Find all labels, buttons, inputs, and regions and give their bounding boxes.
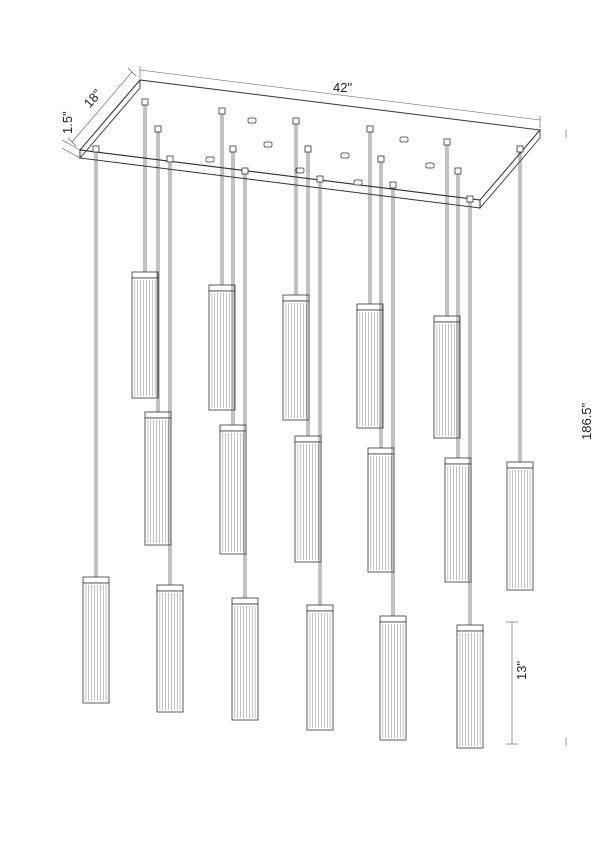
pendant-canopy-cap	[241, 167, 249, 175]
pendant-shade	[306, 610, 334, 731]
pendant	[506, 145, 534, 591]
pendant-shade	[456, 630, 484, 749]
pendant-shade	[208, 290, 236, 411]
depth-label: 18"	[81, 86, 105, 110]
pendant-canopy-cap	[218, 107, 226, 115]
pendant-collar	[433, 315, 461, 323]
pendant	[82, 145, 110, 704]
pendant	[456, 195, 484, 749]
pendant	[367, 155, 395, 573]
pendant-collar	[208, 284, 236, 292]
pendant-canopy-cap	[377, 155, 385, 163]
pendant-collar	[219, 424, 247, 432]
pendant	[156, 155, 184, 713]
canopy-port-cap	[353, 179, 363, 186]
pendant-collar	[456, 624, 484, 632]
pendant-collar	[156, 584, 184, 592]
canopy-height-label: 1.5"	[60, 111, 75, 134]
pendant-canopy-cap	[366, 125, 374, 133]
pendant	[294, 145, 322, 563]
pendant-canopy-cap	[154, 125, 162, 133]
pendant-shade	[282, 300, 310, 421]
shade-height-label: 13"	[514, 661, 529, 680]
pendant-shade	[156, 590, 184, 713]
pendant-collar	[131, 271, 159, 279]
canopy-port-cap	[263, 141, 273, 148]
pendant-canopy-cap	[229, 145, 237, 153]
pendant-shade	[367, 453, 395, 573]
pendant	[131, 98, 159, 399]
canopy-port-caps	[205, 117, 435, 186]
canopy-port-cap	[399, 136, 409, 143]
pendant-collar	[444, 457, 472, 465]
pendant-shade	[356, 309, 384, 429]
canopy-port-cap	[205, 156, 215, 163]
canopy	[79, 78, 541, 210]
pendant-canopy-cap	[141, 98, 149, 106]
pendant-canopy-cap	[443, 138, 451, 146]
pendant-shade	[379, 621, 407, 741]
pendant	[379, 181, 407, 741]
pendant-canopy-cap	[316, 175, 324, 183]
width-label: 42"	[333, 80, 352, 95]
pendant	[231, 167, 259, 721]
depth-dimension: 18"	[67, 67, 137, 147]
pendant-collar	[294, 435, 322, 443]
pendant-canopy-cap	[466, 195, 474, 203]
pendant	[306, 175, 334, 731]
pendant-shade	[131, 277, 159, 399]
width-dimension: 42"	[139, 66, 541, 128]
pendant-canopy-cap	[516, 145, 524, 153]
pendant	[282, 117, 310, 421]
pendant-collar	[367, 447, 395, 455]
pendant-canopy-cap	[292, 117, 300, 125]
canopy-port-cap	[247, 117, 257, 124]
pendant-canopy-cap	[166, 155, 174, 163]
canopy-port-cap	[425, 162, 435, 169]
pendant-collar	[379, 615, 407, 623]
pendant-collar	[144, 411, 172, 419]
pendant-shade	[144, 417, 172, 546]
canopy-port-cap	[340, 152, 350, 159]
shade-height-dimension: 13"	[506, 621, 529, 745]
pendant-collar	[306, 604, 334, 612]
pendant-shade	[294, 441, 322, 563]
pendant-canopy-cap	[304, 145, 312, 153]
pendant	[219, 145, 247, 555]
pendant-collar	[356, 303, 384, 311]
pendant-shade	[444, 463, 472, 583]
pendant-shade	[433, 321, 461, 439]
canopy-height-dimension: 1.5"	[60, 111, 81, 159]
pendant	[356, 125, 384, 429]
canopy-port-cap	[295, 167, 305, 174]
overall-height-dimension: 186.5"	[565, 130, 594, 746]
pendant-shade	[506, 467, 534, 591]
pendant-shade	[82, 582, 110, 704]
pendant-lights	[82, 98, 534, 749]
pendant-shade	[219, 430, 247, 555]
pendant-canopy-cap	[92, 145, 100, 153]
pendant	[433, 138, 461, 439]
pendant-canopy-cap	[389, 181, 397, 189]
overall-height-label: 186.5"	[579, 402, 594, 440]
pendant-shade	[231, 603, 259, 721]
pendant	[208, 107, 236, 411]
pendant-collar	[282, 294, 310, 302]
pendant-collar	[506, 461, 534, 469]
pendant-collar	[231, 597, 259, 605]
pendant-collar	[82, 576, 110, 584]
pendant-canopy-cap	[454, 167, 462, 175]
pendant	[444, 167, 472, 583]
